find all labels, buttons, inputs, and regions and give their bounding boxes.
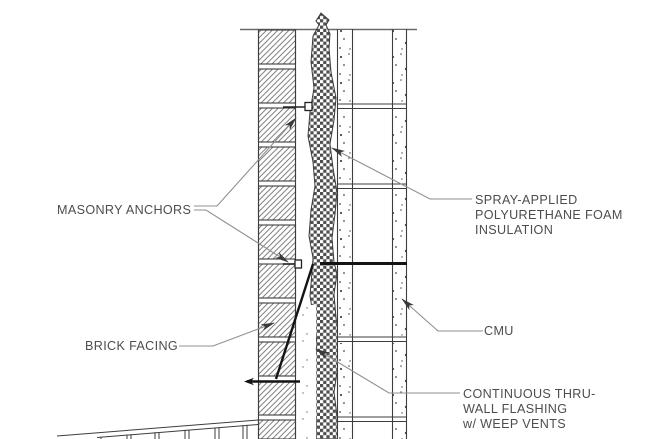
label-flashing-line1: CONTINUOUS THRU-	[463, 387, 596, 401]
leader-masonry-anchor-upper	[194, 117, 297, 207]
cmu-wall	[336, 29, 408, 439]
masonry-anchor-lower	[283, 259, 303, 269]
brick-facing-column	[257, 29, 297, 439]
leader-masonry-anchor-lower	[194, 209, 289, 263]
label-flashing: CONTINUOUS THRU- WALL FLASHING w/ WEEP V…	[462, 387, 596, 431]
label-insulation-line3: INSULATION	[475, 223, 553, 237]
cmu-back-shell	[393, 30, 407, 439]
sloped-base-course	[56, 419, 259, 439]
cmu-face-shell	[338, 30, 352, 439]
label-cmu: CMU	[484, 324, 514, 338]
leader-insulation	[331, 147, 472, 200]
leader-flashing	[315, 348, 460, 394]
leader-cmu	[401, 298, 483, 332]
leader-brick-facing	[179, 322, 275, 347]
masonry-anchor-upper	[283, 101, 313, 112]
thru-wall-flashing	[244, 262, 407, 386]
label-flashing-line3: w/ WEEP VENTS	[462, 417, 566, 431]
label-insulation: SPRAY-APPLIED POLYURETHANE FOAM INSULATI…	[475, 193, 623, 237]
label-masonry-anchors: MASONRY ANCHORS	[57, 203, 191, 217]
label-brick-facing: BRICK FACING	[85, 339, 178, 353]
label-insulation-line1: SPRAY-APPLIED	[475, 193, 578, 207]
label-insulation-line2: POLYURETHANE FOAM	[475, 208, 623, 222]
flashing-drip-arrow	[244, 377, 254, 386]
cavity-mortar-stipple	[299, 305, 316, 439]
label-flashing-line2: WALL FLASHING	[463, 402, 567, 416]
